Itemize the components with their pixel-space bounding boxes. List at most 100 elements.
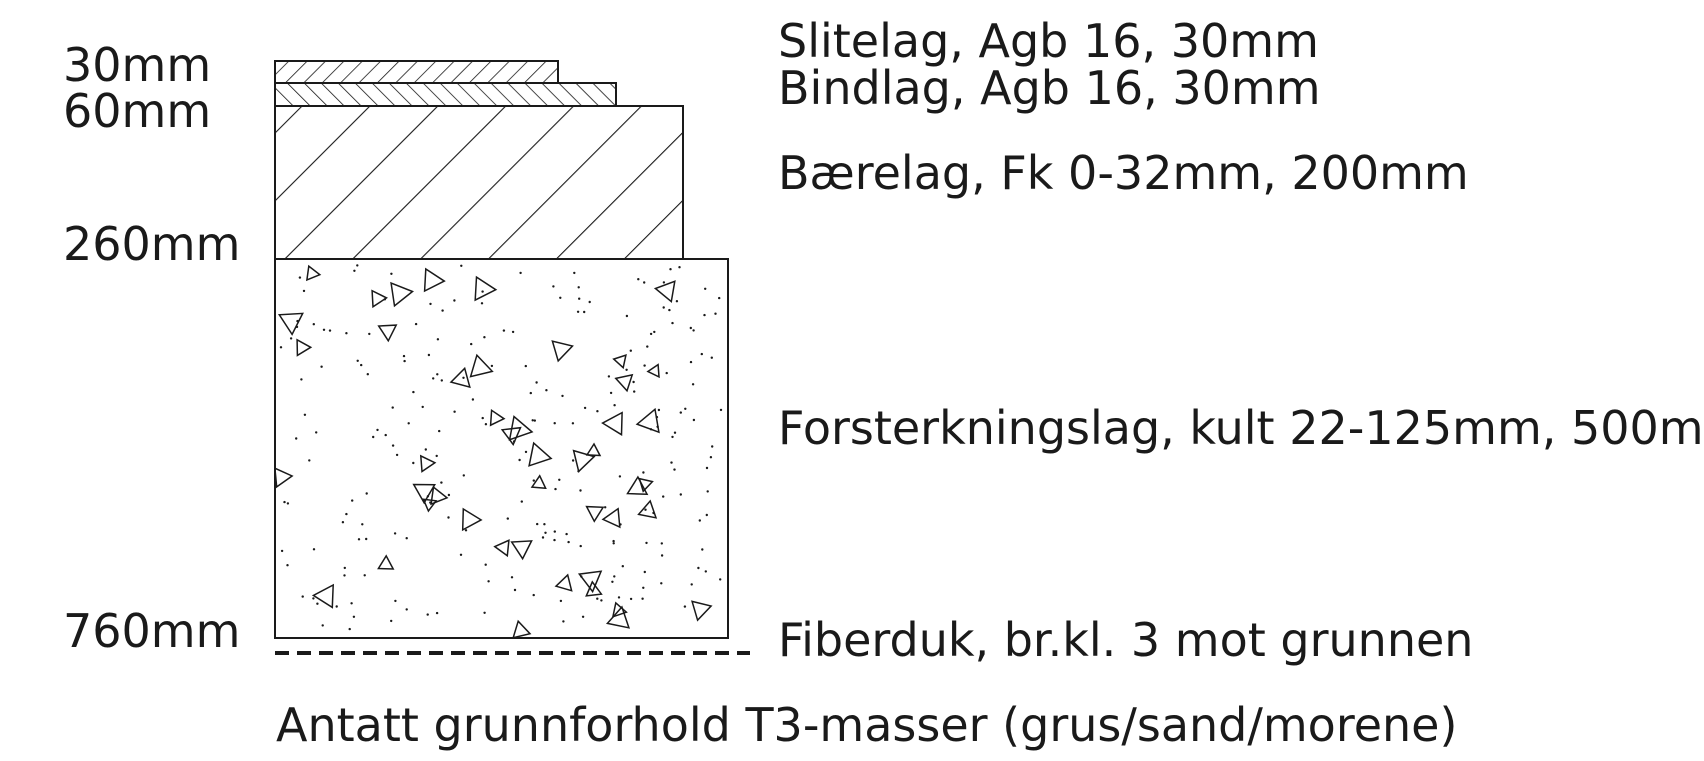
stone-mark [646,363,660,379]
grain-dot [596,597,599,600]
grain-dot [453,410,456,413]
grain-dot [315,431,318,434]
grain-dot [423,500,426,503]
forsterkningslag-layer [274,258,729,639]
grain-dot [679,411,682,414]
grain-dot [718,296,721,300]
grain-dot [535,381,538,384]
grain-dot [453,299,456,302]
grain-dot [662,306,665,309]
grain-dot [553,530,556,533]
stone-mark [528,441,553,467]
grain-dot [511,330,515,334]
grain-dot [697,566,700,570]
grain-dot [629,349,632,352]
grain-dot [519,271,522,275]
grain-dot [673,431,677,434]
grain-dot [711,445,714,448]
grain-dot [395,453,399,457]
grain-dot [533,419,536,422]
grain-dot [480,302,484,305]
grain-dot [345,512,348,516]
grain-dot [289,337,293,340]
grain-dot [643,281,646,284]
grain-dot [524,450,528,454]
grain-dot [283,500,286,504]
grain-dot [356,264,359,267]
grain-dot [689,360,693,364]
stone-mark [311,583,335,609]
stone-mark [510,540,533,561]
layer-label-fiberduk: Fiberduk, br.kl. 3 mot grunnen [778,613,1473,667]
grain-dot [376,428,379,432]
grain-dot [649,332,653,336]
grain-dot [520,500,523,503]
grain-dot [652,511,655,515]
grain-dot [298,276,302,279]
grain-dot [577,286,580,289]
grain-dot [296,319,299,323]
grain-dot [562,620,565,623]
grain-dot [653,330,656,334]
grain-dot [390,619,393,623]
grain-dot [714,312,717,315]
stone-mark [423,267,446,293]
stone-mark [371,289,388,309]
grain-dot [545,389,548,392]
grain-dot [600,599,603,602]
grain-dot [678,266,681,269]
grain-dot [719,408,723,412]
grain-dot [644,508,647,511]
depth-label-30: 30mm [63,38,211,92]
grain-dot [531,419,534,422]
stone-mark [601,507,621,529]
stone-mark [449,366,471,389]
grain-dot [440,481,443,484]
grain-dot [483,336,486,339]
grain-dot [657,408,661,412]
grain-dot [322,328,326,331]
stone-mark [461,507,483,532]
grain-dot [669,268,672,271]
grain-dot [414,322,418,326]
grain-dot [660,554,664,557]
grain-dot [300,378,303,381]
grain-dot [660,542,663,545]
grain-dot [655,415,659,419]
grain-dot [580,575,583,578]
grain-dot [481,290,484,293]
grain-dot [432,377,435,380]
grain-dot [335,605,338,608]
grain-dot [280,549,284,553]
grain-dot [441,309,444,312]
grain-dot [577,470,580,473]
grain-dot [510,576,514,579]
grain-dot [552,285,555,288]
grain-dot [412,390,415,394]
grain-dot [690,583,693,586]
stone-mark [419,454,437,473]
grain-dot [571,422,575,425]
grain-dot [328,329,332,332]
grain-dot [343,566,346,570]
grain-dot [583,406,587,410]
grain-dot [316,602,319,605]
grain-dot [621,565,624,568]
grain-dot [426,495,430,498]
grain-dot [357,538,361,541]
grain-dot [462,376,465,379]
grain-dot [581,615,585,618]
grain-dot [579,489,582,492]
grain-dot [553,422,556,425]
grain-dot [352,615,356,618]
stone-mark [430,485,449,506]
grain-dot [429,302,432,306]
grain-dot [668,308,671,312]
grain-dot [660,582,663,585]
grain-dot [679,493,682,496]
grain-dot [513,588,517,592]
grain-dot [412,461,415,465]
grain-dot [583,310,586,314]
grain-dot [541,536,545,539]
grain-dot [684,407,687,410]
